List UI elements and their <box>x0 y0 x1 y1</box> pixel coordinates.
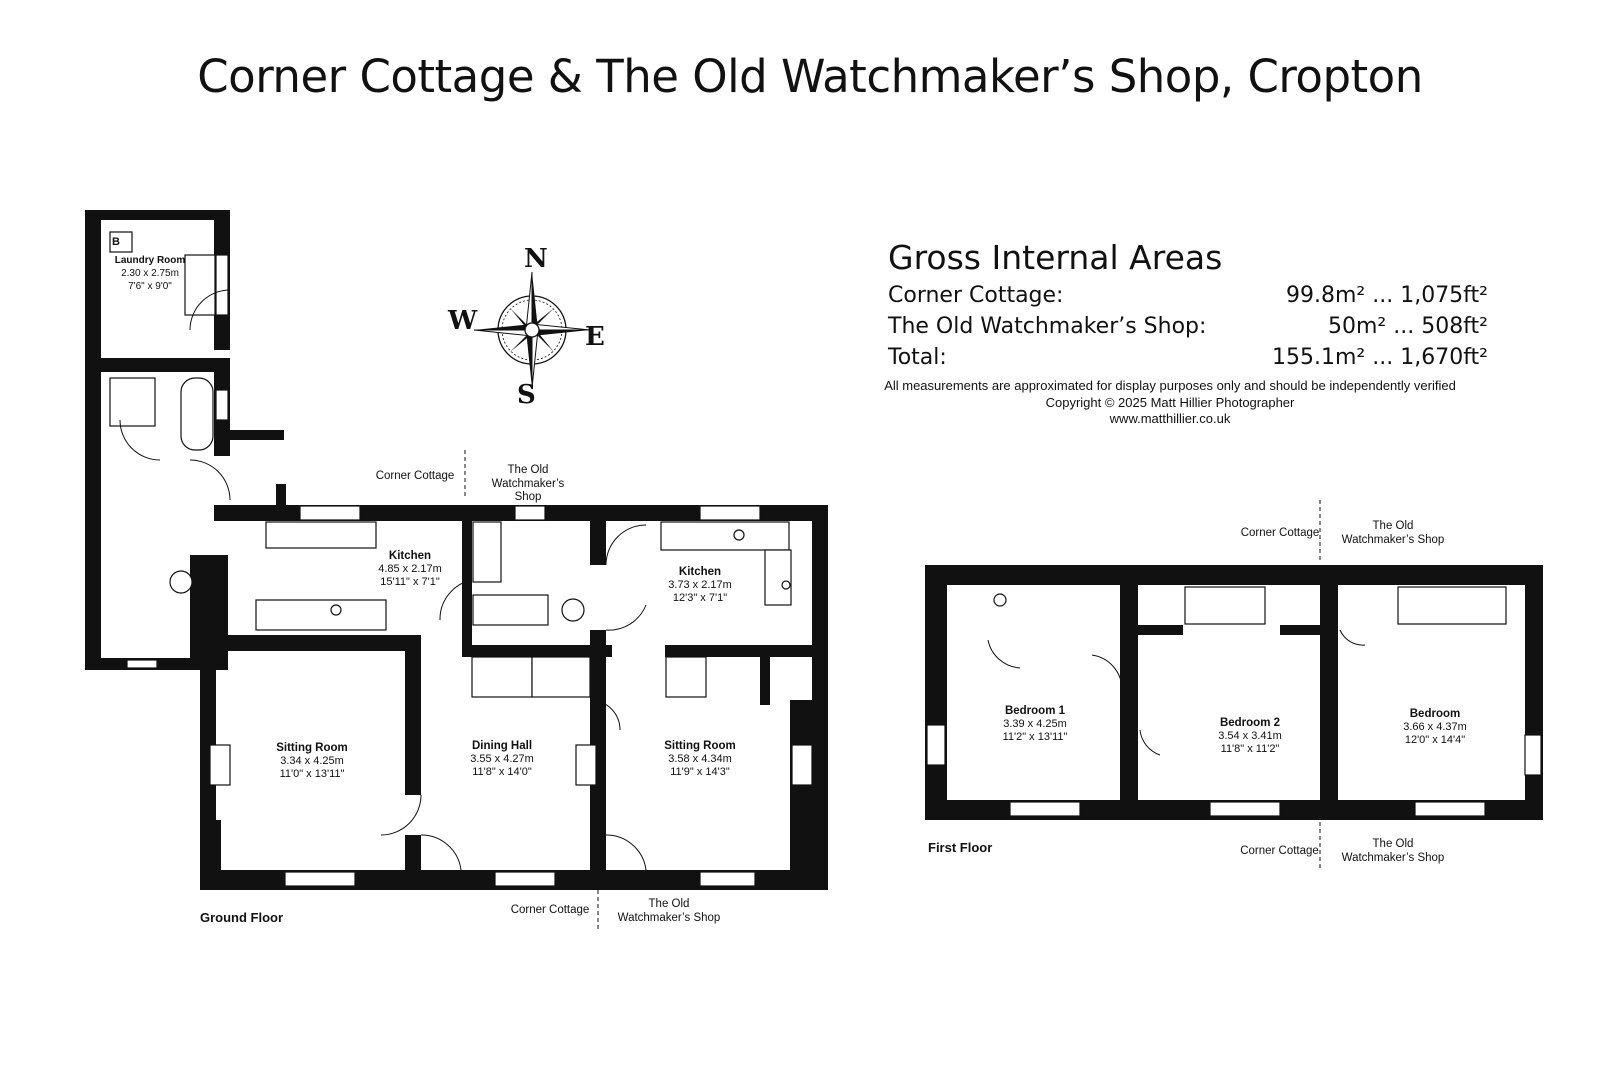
boundary-label: Corner Cottage <box>1240 845 1319 857</box>
compass-west: W <box>448 306 478 336</box>
ground-floor-fixtures <box>109 231 813 887</box>
room-imperial: 7'6" x 9'0" <box>128 281 172 292</box>
first-floor-fixtures <box>926 586 1542 817</box>
room-kitchen-cottage: Kitchen 4.85 x 2.17m 15'11" x 7'1" <box>360 550 460 589</box>
boundary-label: The Old Watchmaker’s Shop <box>491 464 565 503</box>
room-sitting-left: Sitting Room 3.34 x 4.25m 11'0" x 13'11" <box>262 742 362 781</box>
first-floor-doors <box>987 500 1366 870</box>
room-bedroom-2: Bedroom 2 3.54 x 3.41m 11'8" x 11'2" <box>1200 717 1300 756</box>
room-name: Sitting Room <box>664 740 736 752</box>
room-imperial: 11'0" x 13'11" <box>279 768 345 780</box>
room-sitting-right: Sitting Room 3.58 x 4.34m 11'9" x 14'3" <box>650 740 750 779</box>
room-name: Bedroom 2 <box>1219 717 1281 729</box>
room-imperial: 15'11" x 7'1" <box>380 576 440 588</box>
room-name: Sitting Room <box>276 742 348 754</box>
boundary-label: Corner Cottage <box>375 470 455 482</box>
room-name: Kitchen <box>388 550 432 562</box>
room-metric: 3.73 x 2.17m <box>668 579 732 591</box>
disclaimer: All measurements are approximated for di… <box>884 378 1456 393</box>
ground-floor-doors <box>119 289 647 930</box>
room-imperial: 12'0" x 14'4" <box>1404 734 1466 746</box>
room-bedroom: Bedroom 3.66 x 4.37m 12'0" x 14'4" <box>1385 708 1485 747</box>
area-row: Total: 155.1m² ... 1,670ft² <box>888 345 1488 376</box>
ground-floor-label: Ground Floor <box>200 910 284 925</box>
room-metric: 3.66 x 4.37m <box>1403 721 1467 733</box>
area-label: Corner Cottage: <box>888 283 1064 308</box>
website: www.matthillier.co.uk <box>1109 411 1231 426</box>
gross-internal-areas: Gross Internal Areas Corner Cottage: 99.… <box>888 238 1488 376</box>
room-imperial: 11'8" x 14'0" <box>472 766 532 778</box>
room-name: Kitchen <box>678 566 722 578</box>
area-value: 155.1m² ... 1,670ft² <box>1272 345 1488 370</box>
room-imperial: 12'3" x 7'1" <box>672 592 728 604</box>
boiler-label: B <box>112 236 120 248</box>
room-bedroom-1: Bedroom 1 3.39 x 4.25m 11'2" x 13'11" <box>985 705 1085 744</box>
room-kitchen-shop: Kitchen 3.73 x 2.17m 12'3" x 7'1" <box>650 566 750 605</box>
room-metric: 2.30 x 2.75m <box>121 268 179 279</box>
first-floor-label: First Floor <box>928 840 993 855</box>
area-value: 50m² ... 508ft² <box>1327 314 1488 339</box>
boundary-label: Corner Cottage <box>1240 527 1320 539</box>
room-metric: 4.85 x 2.17m <box>378 563 442 575</box>
compass-rose <box>473 271 591 389</box>
room-dining-hall: Dining Hall 3.55 x 4.27m 11'8" x 14'0" <box>452 740 552 779</box>
boundary-label: The Old Watchmaker’s Shop <box>1341 838 1445 864</box>
room-name: Bedroom <box>1409 708 1461 720</box>
page-title: Corner Cottage & The Old Watchmaker’s Sh… <box>197 50 1423 103</box>
boundary-label: The Old Watchmaker’s Shop <box>1341 520 1445 546</box>
room-name: Dining Hall <box>471 740 533 752</box>
area-label: The Old Watchmaker’s Shop: <box>888 314 1207 339</box>
compass-south: S <box>517 380 536 410</box>
room-imperial: 11'2" x 13'11" <box>1002 731 1068 743</box>
room-name: Bedroom 1 <box>1004 705 1066 717</box>
room-metric: 3.34 x 4.25m <box>280 755 344 767</box>
area-row: Corner Cottage: 99.8m² ... 1,075ft² <box>888 283 1488 314</box>
room-metric: 3.55 x 4.27m <box>470 753 534 765</box>
boundary-label: The Old Watchmaker’s Shop <box>617 898 721 924</box>
area-row: The Old Watchmaker’s Shop: 50m² ... 508f… <box>888 314 1488 345</box>
room-metric: 3.54 x 3.41m <box>1218 730 1282 742</box>
notes: All measurements are approximated for di… <box>860 378 1480 428</box>
room-laundry: Laundry Room 2.30 x 2.75m 7'6" x 9'0" <box>110 254 190 293</box>
room-metric: 3.58 x 4.34m <box>668 753 732 765</box>
areas-heading: Gross Internal Areas <box>888 238 1223 277</box>
boundary-label: Corner Cottage <box>510 904 590 916</box>
compass-north: N <box>524 244 548 274</box>
room-metric: 3.39 x 4.25m <box>1003 718 1067 730</box>
copyright: Copyright © 2025 Matt Hillier Photograph… <box>1045 394 1295 410</box>
room-imperial: 11'9" x 14'3" <box>670 766 730 778</box>
area-label: Total: <box>888 345 947 370</box>
compass-east: E <box>585 322 605 352</box>
room-imperial: 11'8" x 11'2" <box>1220 743 1280 755</box>
room-name: Laundry Room <box>114 255 186 266</box>
area-value: 99.8m² ... 1,075ft² <box>1286 283 1488 308</box>
